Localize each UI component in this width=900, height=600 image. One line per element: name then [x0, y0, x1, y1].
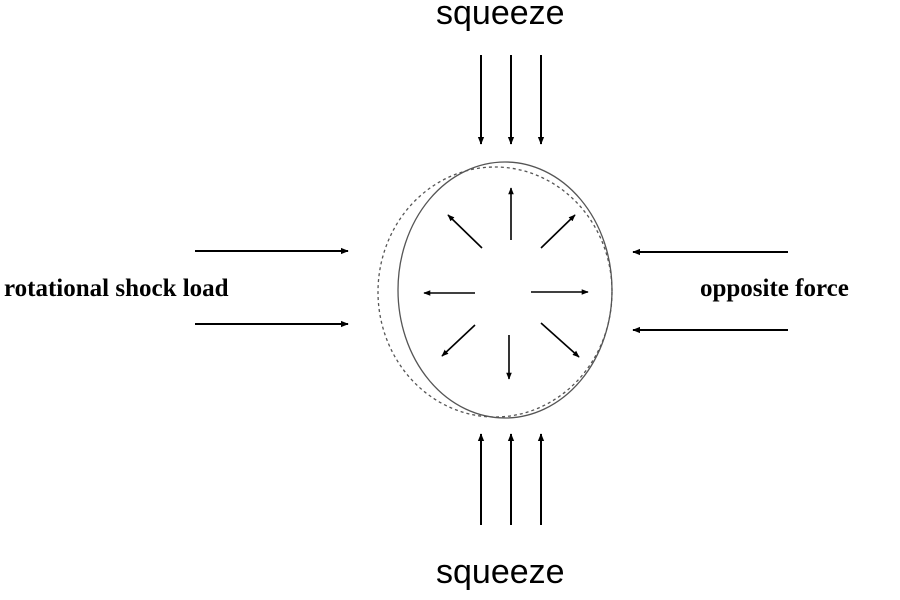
label-rotational-shock-load: rotational shock load	[4, 275, 229, 302]
label-top-squeeze: squeeze	[436, 0, 565, 32]
radial-arrow-down-left	[441, 324, 476, 357]
radial-arrow-up-left	[447, 214, 483, 249]
right-force-arrows	[632, 248, 788, 334]
label-bottom-squeeze: squeeze	[436, 553, 565, 591]
deformed-circle	[397, 161, 613, 419]
radial-arrow-down-right	[540, 322, 580, 358]
radial-arrow-up-right	[540, 214, 576, 249]
top-squeeze-arrows	[477, 55, 545, 145]
internal-radial-arrows	[423, 187, 589, 380]
label-opposite-force: opposite force	[700, 275, 849, 302]
bottom-squeeze-arrows	[477, 433, 545, 525]
left-load-arrows	[195, 247, 349, 328]
